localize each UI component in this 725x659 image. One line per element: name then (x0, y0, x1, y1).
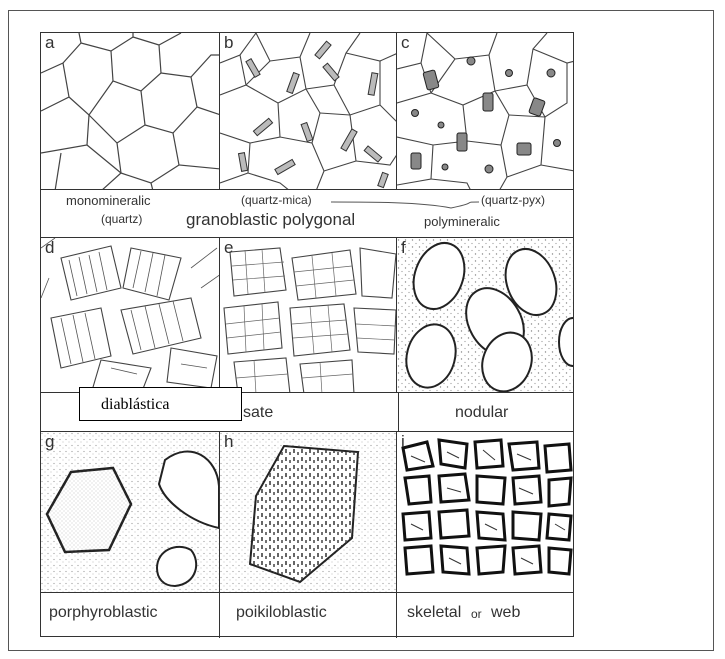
panel-letter: a (45, 33, 54, 53)
caption-row-1: monomineralic (quartz) (quartz-mica) (qu… (40, 189, 574, 238)
caption-divider (398, 393, 399, 433)
panel-b: b (219, 32, 397, 190)
caption-nodular: nodular (455, 404, 508, 422)
panel-f: f (396, 237, 574, 393)
caption-skeletal: skeletal (407, 604, 461, 622)
panel-letter: b (224, 33, 233, 53)
panel-letter: d (45, 238, 54, 258)
diablastica-label-box: diablástica (79, 387, 242, 421)
caption-divider (396, 593, 397, 638)
caption-hidden-fragment: sate (243, 404, 273, 422)
panel-letter: e (224, 238, 233, 258)
panel-letter: i (401, 432, 405, 452)
panel-h: h (219, 431, 397, 593)
panel-g: g (40, 431, 220, 593)
caption-row-3: porphyroblastic poikiloblastic skeletal … (40, 592, 574, 637)
panel-c: c (396, 32, 574, 190)
quartz-pyx-grains-drawing (397, 33, 574, 190)
polymineralic-brace (41, 190, 575, 239)
caption-web: web (491, 604, 520, 622)
skeletal-web-drawing (397, 432, 574, 593)
nodular-drawing (397, 238, 574, 393)
panel-d: d (40, 237, 220, 393)
caption-poikiloblastic: poikiloblastic (236, 604, 327, 622)
poikiloblastic-drawing (220, 432, 397, 593)
caption-porphyroblastic: porphyroblastic (49, 604, 158, 622)
decussate-grains-drawing (41, 238, 220, 393)
polygonal-grains-drawing (41, 33, 220, 190)
porphyroblastic-drawing (41, 432, 220, 593)
panel-letter: c (401, 33, 410, 53)
caption-divider (219, 593, 220, 638)
quartz-mica-grains-drawing (220, 33, 397, 190)
mosaic-grains-drawing (220, 238, 397, 393)
panel-letter: f (401, 238, 406, 258)
caption-or: or (471, 607, 482, 621)
diablastica-label: diablástica (101, 396, 169, 414)
panel-letter: h (224, 432, 233, 452)
panel-i: i (396, 431, 574, 593)
panel-a: a (40, 32, 220, 190)
panel-letter: g (45, 432, 54, 452)
panel-e: e (219, 237, 397, 393)
